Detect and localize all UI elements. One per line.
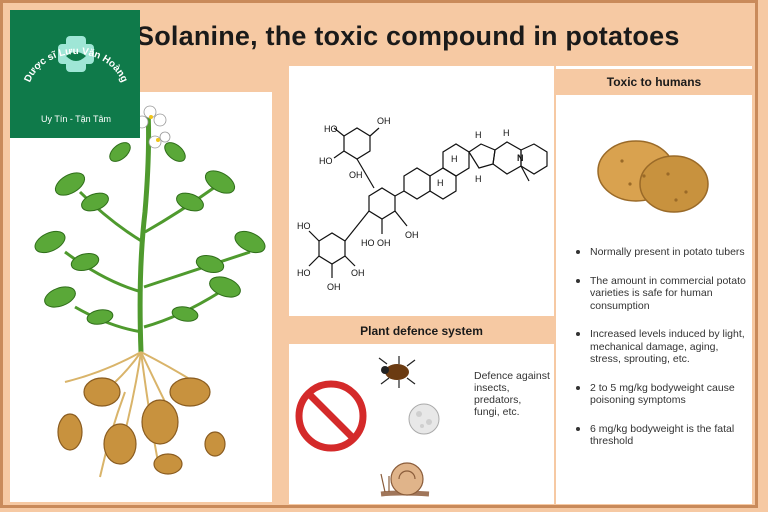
atom-label: OH [351,268,365,278]
toxic-heading: Toxic to humans [556,69,752,95]
potato-tuber-icon [57,377,226,475]
defence-line: fungi, etc. [474,406,520,418]
defence-illustration [295,356,440,497]
atom-label: HO [324,124,338,134]
atom-label: HO [361,238,375,248]
plant-defence-heading: Plant defence system [289,318,554,344]
page-title: Solanine, the toxic compound in potatoes [136,20,680,51]
logo-graphic: Dược sĩ Lưu Văn Hoàng Uy Tín - Tận Tâm [22,36,130,124]
atom-label: N [517,153,524,163]
atom-label: HO [319,156,333,166]
solanine-structure-diagram: HO OH HO HO OH HO OH OH HO OH OH H H H H… [297,116,548,292]
list-item: The amount in commercial potato varietie… [574,275,749,313]
snail-icon [380,462,430,497]
potato-icon [597,140,709,213]
defence-line: Defence against [474,370,550,382]
beetle-icon [378,356,416,388]
atom-label: H [475,174,482,184]
atom-label: OH [327,282,341,292]
prohibit-icon [295,380,367,452]
flower-icon [135,105,171,149]
atom-label: OH [377,238,391,248]
plant-defence-panel: Plant defence system D [289,318,554,504]
atom-label: H [475,130,482,140]
defence-line: predators, [474,394,522,406]
atom-label: OH [377,116,391,126]
list-item: 6 mg/kg bodyweight is the fatal threshol… [574,423,749,448]
atom-label: H [503,128,510,138]
atom-label: OH [349,170,363,180]
logo-slogan: Uy Tín - Tận Tâm [41,114,111,124]
title-bar: Solanine, the toxic compound in potatoes [130,8,755,64]
list-item: Increased levels induced by light, mecha… [574,328,749,366]
solanine-structure-panel: HO OH HO HO OH HO OH OH HO OH OH H H H H… [289,66,554,316]
atom-label: H [437,178,444,188]
toxic-to-humans-panel: Toxic to humans Normally present in pota… [556,66,752,504]
toxicity-facts-list: Normally present in potato tubers The am… [574,246,749,464]
brand-logo: Dược sĩ Lưu Văn Hoàng Uy Tín - Tận Tâm [10,10,140,138]
atom-label: HO [297,268,311,278]
atom-label: H [451,154,458,164]
list-item: 2 to 5 mg/kg bodyweight cause poisoning … [574,382,749,407]
defence-line: insects, [474,382,510,394]
atom-label: OH [405,230,419,240]
fungus-spore-icon [408,403,440,435]
atom-label: HO [297,221,311,231]
potato-plant-panel [10,92,272,502]
list-item: Normally present in potato tubers [574,246,749,259]
defence-description: Defence against insects, predators, fung… [474,370,554,418]
medical-cross-icon [58,36,94,72]
potato-illustration [597,140,709,213]
potato-plant-illustration [34,105,266,478]
